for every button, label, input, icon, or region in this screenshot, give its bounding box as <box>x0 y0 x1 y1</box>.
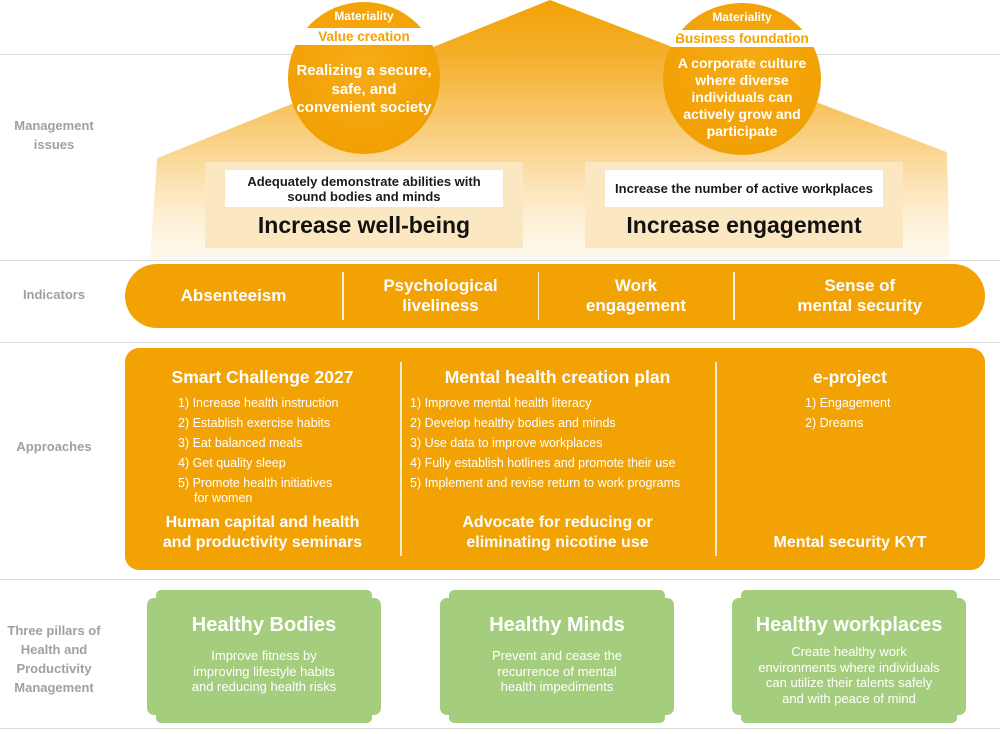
approach-item: 1) Improve mental health literacy <box>410 396 592 410</box>
indicator-work-engagement: Work engagement <box>585 276 687 315</box>
materiality-band <box>663 30 821 47</box>
materiality-band <box>288 28 440 45</box>
materiality-circle-text: A corporate culture where diverse indivi… <box>677 55 807 139</box>
indicator-absenteeism: Absenteeism <box>180 286 287 305</box>
approach-footer: Human capital and health and productivit… <box>162 514 363 551</box>
goal-title: Increase engagement <box>626 212 862 238</box>
goal-title: Increase well-being <box>257 212 471 238</box>
rail-label-three-pillars: Three pillars of Health and Productivity… <box>7 623 101 695</box>
approach-column-mental-health-plan: Mental health creation plan 1) Improve m… <box>400 348 715 570</box>
approach-heading: Mental health creation plan <box>444 367 671 387</box>
indicator-separator <box>342 272 344 320</box>
approach-heading: e-project <box>813 367 887 387</box>
rail-label-management-issues: Management issues <box>14 118 94 152</box>
materiality-category-label: Value creation <box>318 29 410 44</box>
pillar-title: Healthy Minds <box>489 614 625 636</box>
approach-item: 3) Eat balanced meals <box>178 436 303 450</box>
materiality-circle-text: Realizing a secure, safe, and convenient… <box>296 62 432 116</box>
divider-line-4 <box>0 579 1000 580</box>
approach-item: 4) Fully establish hotlines and promote … <box>410 456 676 470</box>
indicator-sense-of-mental-security: Sense of mental security <box>797 276 923 315</box>
pillar-body: Healthy Bodies Improve fitness by improv… <box>147 598 381 715</box>
goal-subtitle: Adequately demonstrate abilities with so… <box>225 170 503 207</box>
divider-line-5 <box>0 728 1000 729</box>
approach-footer: Mental security KYT <box>773 534 927 551</box>
approach-item: 4) Get quality sleep <box>178 456 286 470</box>
pillar-body: Healthy Minds Prevent and cease the recu… <box>440 598 674 715</box>
goal-subtitle: Increase the number of active workplaces <box>605 170 883 207</box>
pillar-body: Healthy workplaces Create healthy work e… <box>732 598 966 715</box>
approach-footer: Advocate for reducing or eliminating nic… <box>462 514 653 551</box>
pillar-healthy-workplaces: Healthy workplaces Create healthy work e… <box>732 590 966 723</box>
goal-box-engagement: Increase the number of active workplaces… <box>585 162 903 248</box>
materiality-badge: Materiality <box>334 9 394 23</box>
pillar-text: Create healthy work environments where i… <box>758 644 940 706</box>
indicators-bar: Absenteeism Psychological liveliness Wor… <box>125 264 985 328</box>
approach-heading: Smart Challenge 2027 <box>171 367 354 387</box>
approach-item: 2) Develop healthy bodies and minds <box>410 416 616 430</box>
goal-box-well-being: Adequately demonstrate abilities with so… <box>205 162 523 248</box>
indicator-separator <box>733 272 735 320</box>
approach-item: 5) Promote health initiatives for women <box>178 476 333 505</box>
pillar-healthy-minds: Healthy Minds Prevent and cease the recu… <box>440 590 674 723</box>
rail-label-indicators: Indicators <box>22 287 86 302</box>
approach-item: 2) Dreams <box>805 416 864 430</box>
approach-item: 1) Engagement <box>805 396 891 410</box>
materiality-badge: Materiality <box>712 10 772 24</box>
materiality-circle-business-foundation: Materiality Business foundation A corpor… <box>663 3 821 155</box>
rail-label-approaches: Approaches <box>16 439 92 454</box>
approach-item: 2) Establish exercise habits <box>178 416 331 430</box>
indicator-psychological-liveliness: Psychological liveliness <box>383 276 498 315</box>
approach-item: 3) Use data to improve workplaces <box>410 436 603 450</box>
approaches-box: Smart Challenge 2027 1) Increase health … <box>125 348 985 570</box>
approach-item: 5) Implement and revise return to work p… <box>410 476 681 490</box>
pillar-healthy-bodies: Healthy Bodies Improve fitness by improv… <box>147 590 381 723</box>
approach-separator <box>400 362 402 556</box>
approach-list: 1) Engagement 2) Dreams <box>805 396 985 436</box>
approach-list: 1) Increase health instruction 2) Establ… <box>178 396 392 511</box>
approach-item: 1) Increase health instruction <box>178 396 339 410</box>
materiality-circle-value-creation: Materiality Value creation Realizing a s… <box>288 2 440 154</box>
approach-list: 1) Improve mental health literacy 2) Dev… <box>410 396 713 496</box>
pillar-text: Prevent and cease the recurrence of ment… <box>491 648 623 694</box>
approach-separator <box>715 362 717 556</box>
approach-column-e-project: e-project 1) Engagement 2) Dreams Mental… <box>715 348 985 570</box>
pillar-title: Healthy workplaces <box>755 614 943 636</box>
pillar-text: Improve fitness by improving lifestyle h… <box>191 648 337 694</box>
indicator-separator <box>537 272 539 320</box>
materiality-category-label: Business foundation <box>675 31 809 46</box>
approach-column-smart-challenge: Smart Challenge 2027 1) Increase health … <box>125 348 400 570</box>
divider-line-2 <box>0 260 1000 261</box>
pillar-title: Healthy Bodies <box>191 614 337 636</box>
divider-line-3 <box>0 342 1000 343</box>
